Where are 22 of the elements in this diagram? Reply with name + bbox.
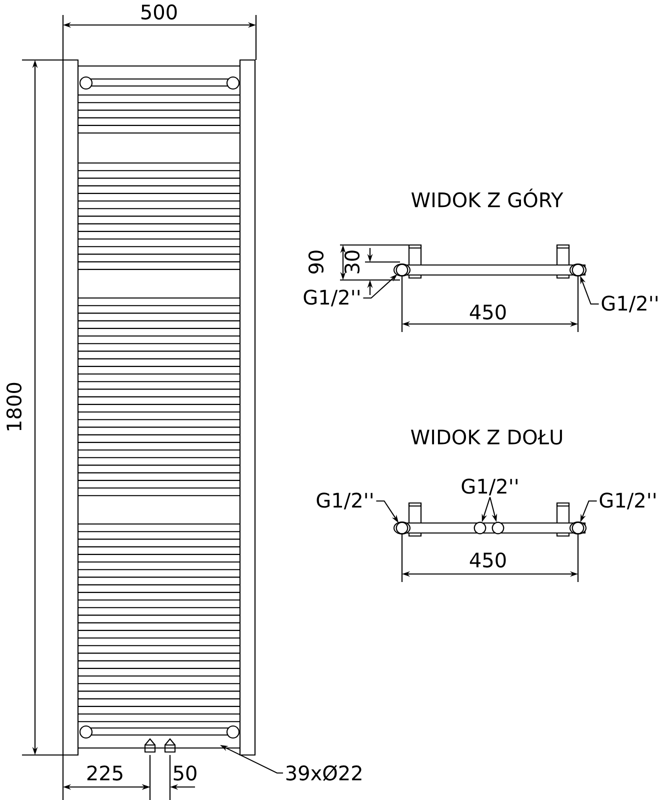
callout-text: G1/2'' (316, 492, 372, 510)
dimension-value: 1800 (6, 382, 22, 430)
pipe-connection (474, 522, 486, 534)
pipe-connection (572, 264, 584, 276)
dimension-value: 90 (308, 250, 324, 274)
pipe-connection (572, 522, 584, 534)
dimension-value: 50 (174, 765, 196, 781)
callout-text: G1/2'' (600, 492, 656, 510)
callout-text: G1/2'' (462, 478, 518, 496)
view-title: WIDOK Z DOŁU (411, 429, 562, 445)
dimension-value: 30 (344, 250, 360, 274)
dimension-value: 450 (470, 304, 506, 320)
dimension-value: 500 (141, 4, 177, 20)
view-title: WIDOK Z GÓRY (411, 188, 564, 208)
dimension-value: 450 (470, 552, 506, 568)
pipe-connection (396, 264, 408, 276)
pipe-connection (396, 522, 408, 534)
callout-text: G1/2'' (304, 290, 360, 306)
pipe-connection (492, 522, 504, 534)
dimension-value: 225 (87, 765, 122, 781)
callout-text: 39xØ22 (286, 765, 362, 781)
callout-text: G1/2'' (602, 296, 658, 312)
